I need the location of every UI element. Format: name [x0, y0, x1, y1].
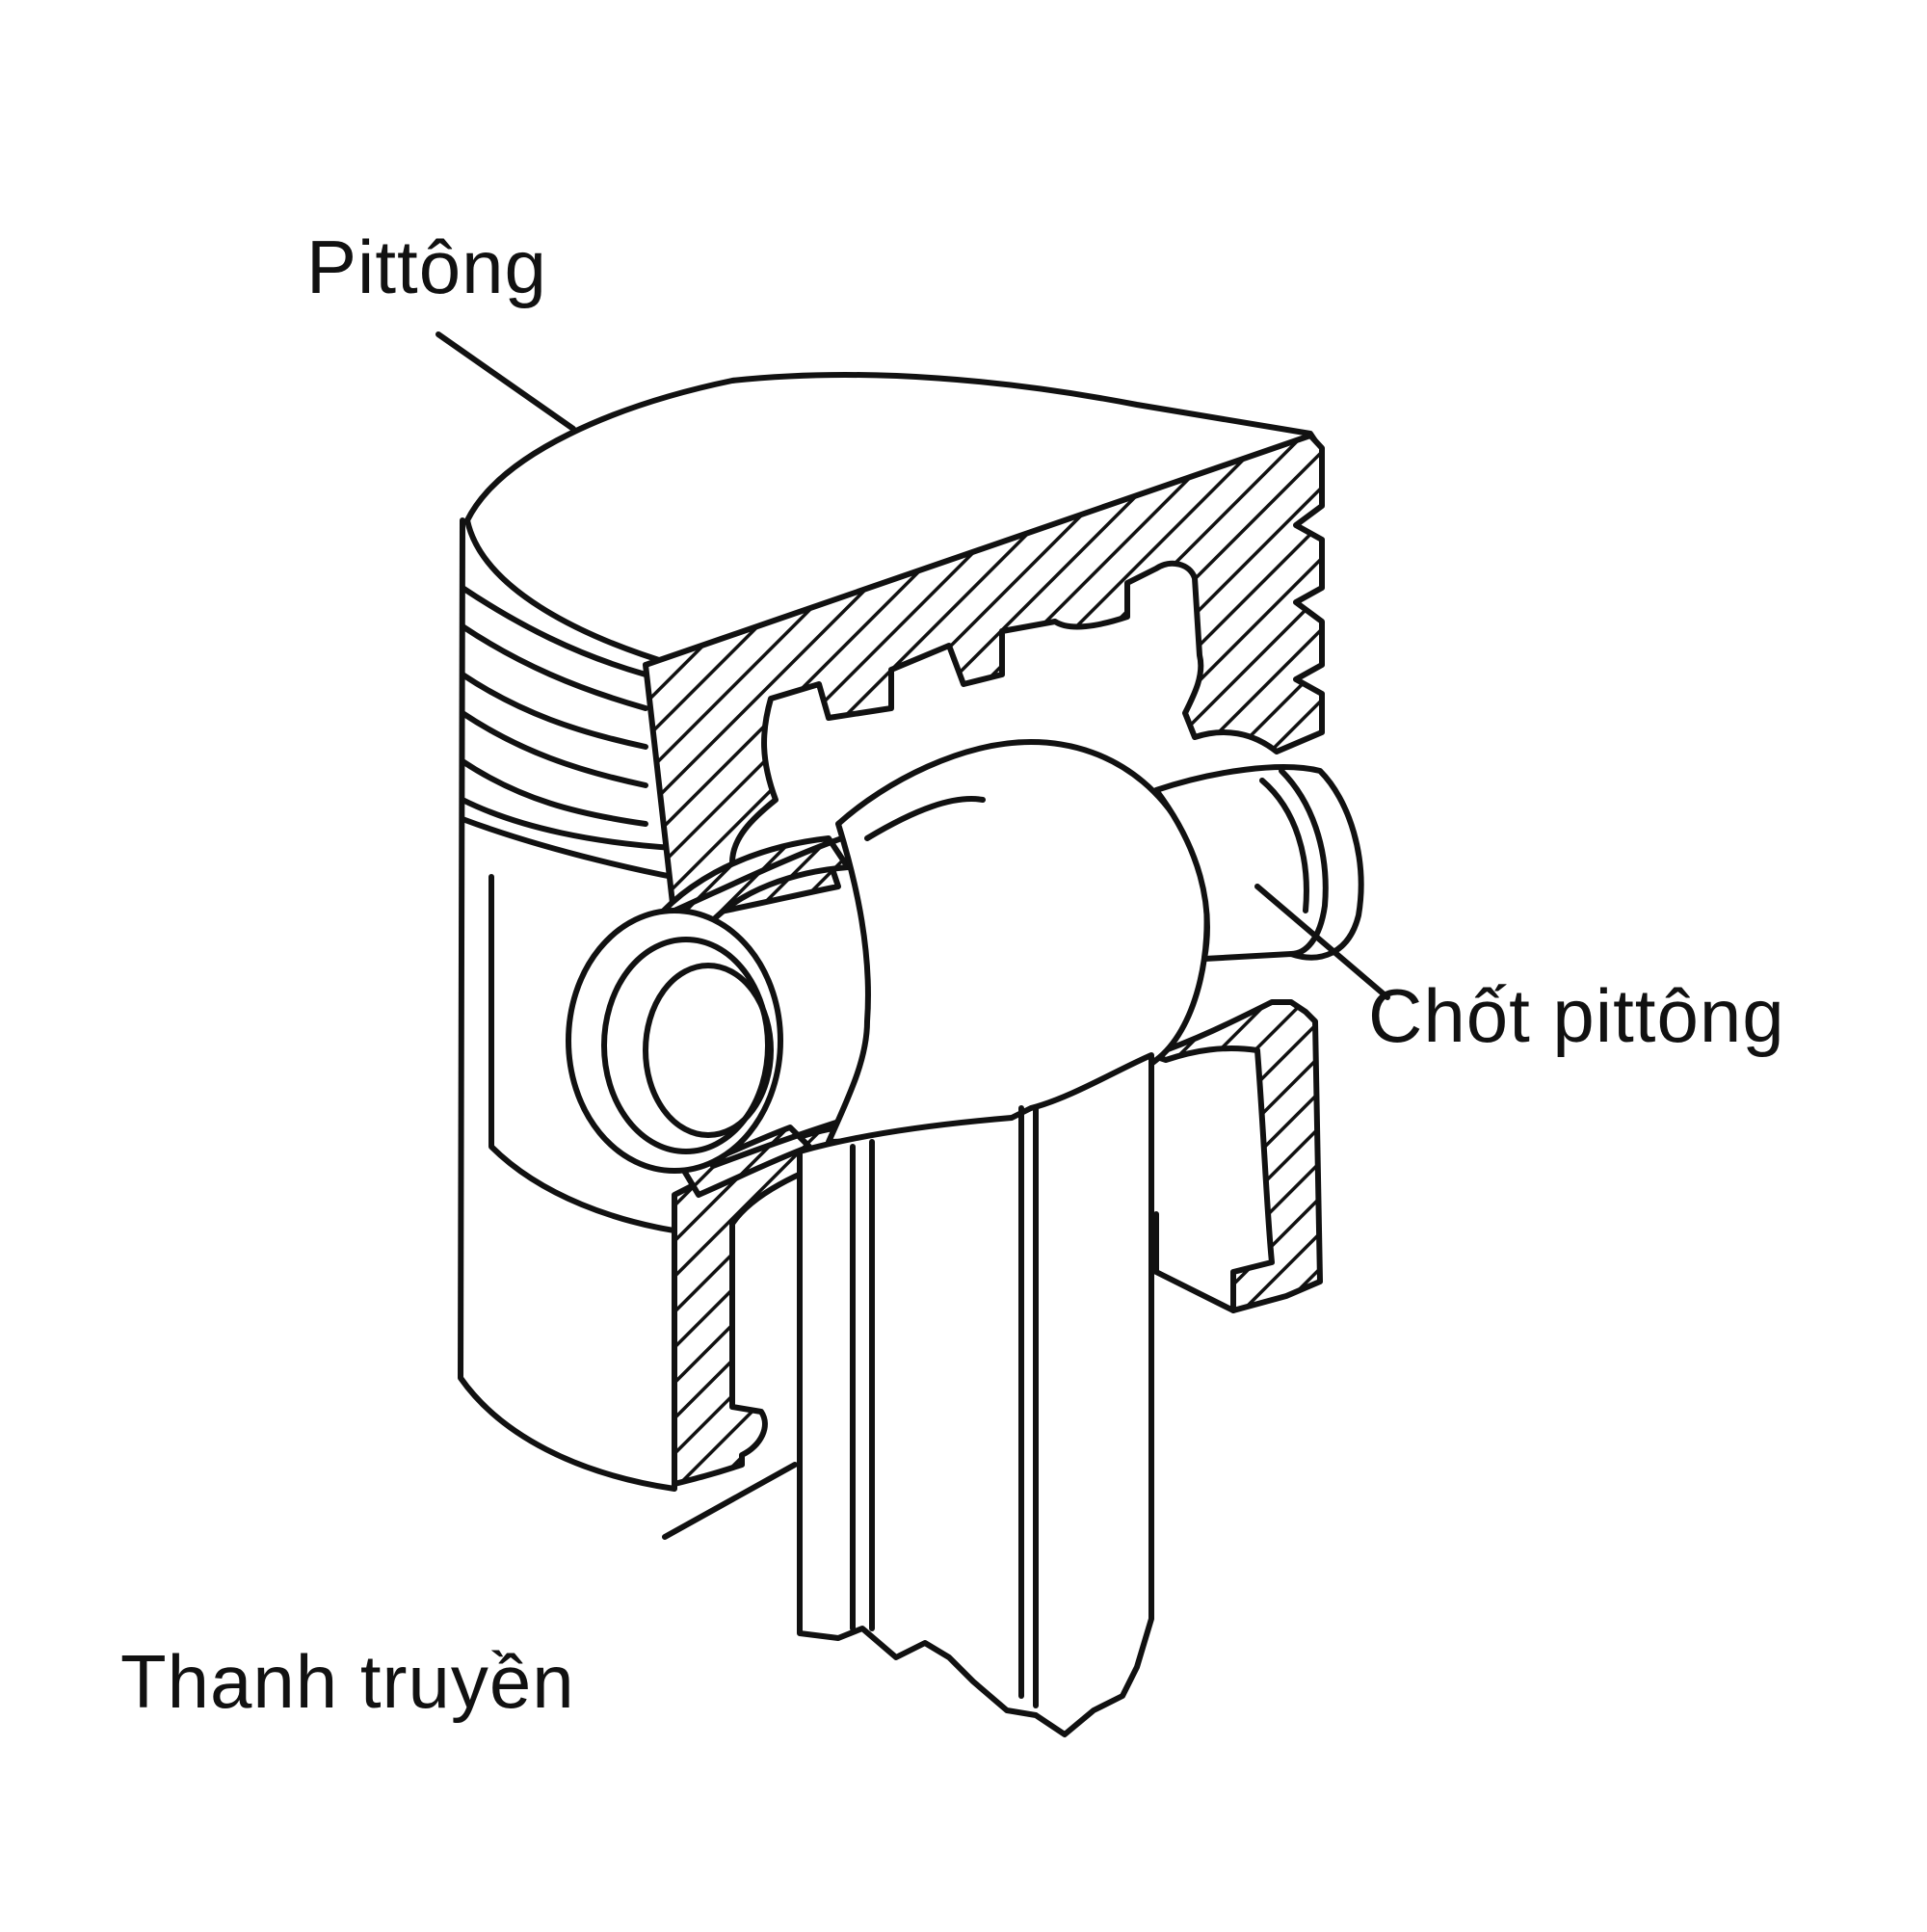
piston-lower-wall-right: [1148, 999, 1323, 1313]
skirt-inner-line: [488, 874, 697, 1236]
ring-groove-6: [460, 797, 677, 851]
rod-small-end-inner: [864, 796, 986, 841]
piston-lower-ledge: [1153, 1211, 1236, 1313]
ring-groove-4: [460, 710, 648, 788]
pin-end-bore: [643, 963, 774, 1138]
ring-groove-3: [460, 672, 648, 750]
leader-piston: [436, 331, 576, 432]
piston-pin-label: Chốt pittông: [1368, 973, 1785, 1058]
piston-skirt: [458, 517, 677, 1492]
piston-label: Pittông: [306, 225, 547, 309]
rod-shank: [797, 1052, 1154, 1737]
leader-rod: [662, 1462, 798, 1540]
leader-pin: [1254, 884, 1390, 1000]
connecting-rod-label: Thanh truyền: [120, 1639, 575, 1724]
piston-crown-top: [464, 372, 1323, 668]
pin-end-right: [1279, 768, 1329, 957]
ring-groove-5: [460, 758, 648, 827]
rod-small-end-outer: [826, 739, 1210, 1145]
pin-end-right-inner: [1259, 778, 1309, 913]
ring-groove-1: [460, 585, 648, 677]
ring-groove-2: [460, 623, 648, 711]
pin-end-outer: [566, 908, 783, 1174]
